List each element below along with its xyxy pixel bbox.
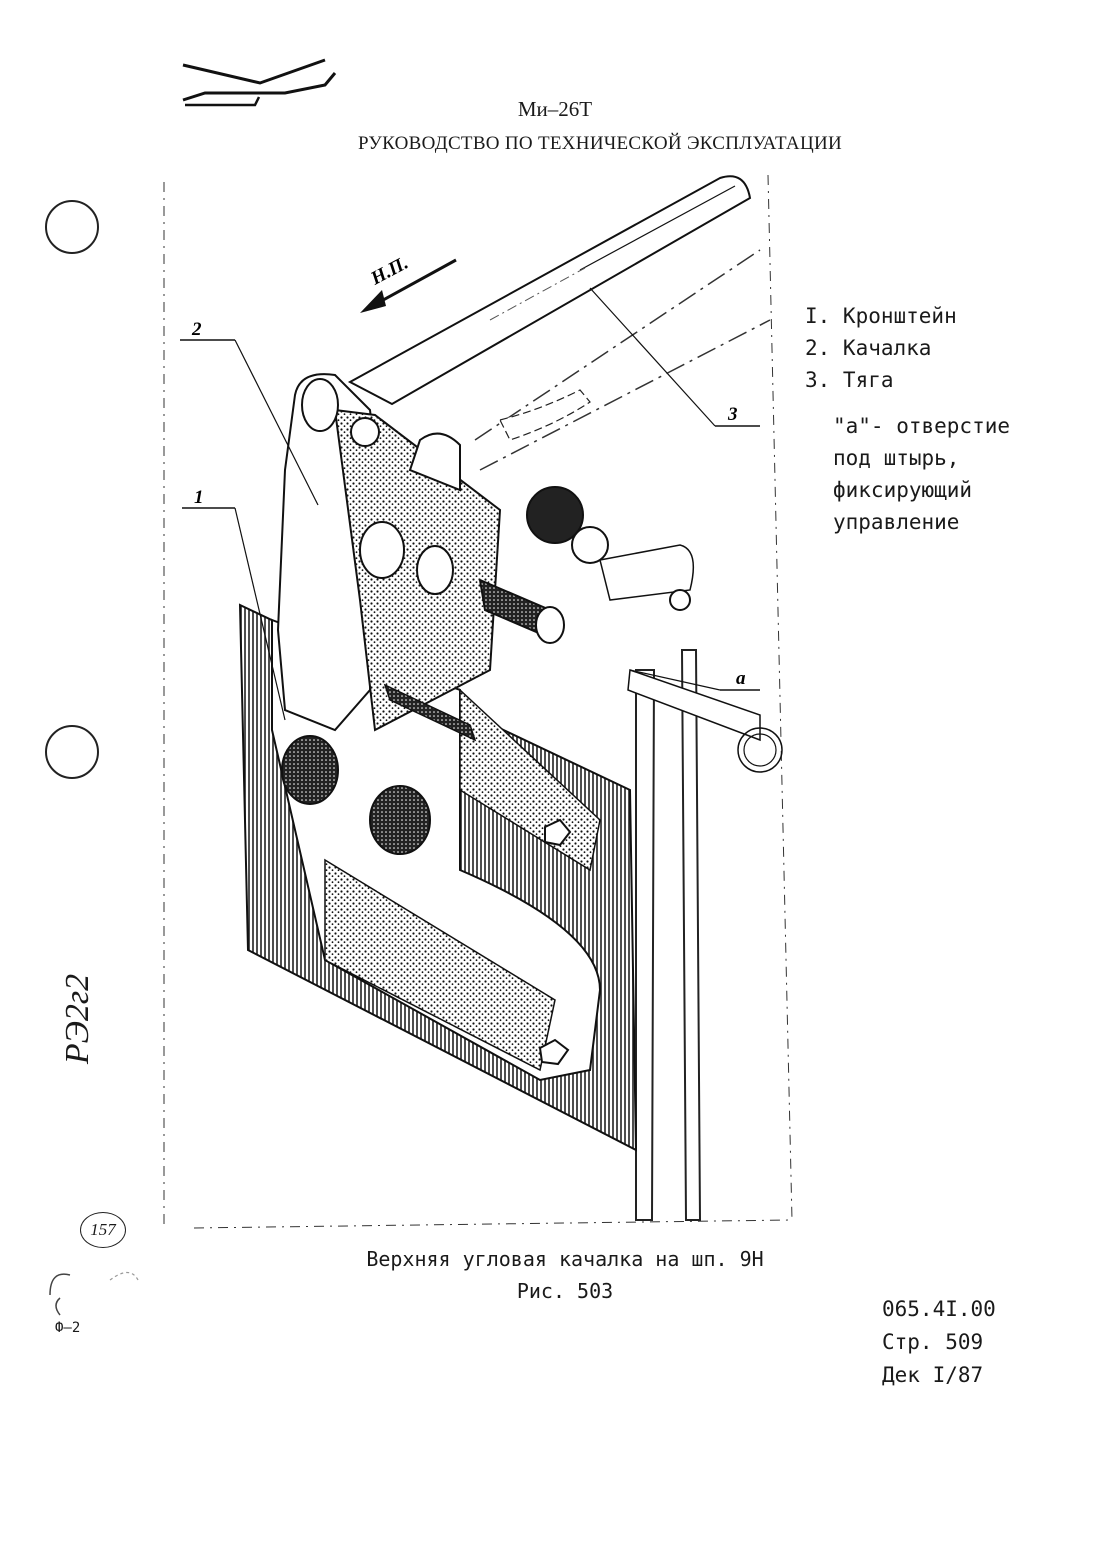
logo-mark [182,58,337,107]
callout-2: 2 [191,319,202,340]
figure-caption: Верхняя угловая качалка на шп. 9Н [366,1247,764,1271]
binder-hole-middle [45,725,99,779]
legend-item-rod: 3. Тяга [805,368,894,392]
technical-drawing: Н.П. 2 1 3 a [163,174,793,1229]
legend-note-line: "a"- отверстие [833,414,1011,438]
legend-note-line: под штырь, [833,446,960,470]
direction-label: Н.П. [367,253,412,290]
margin-mark: Ф–2 [55,1320,81,1336]
legend-item-bracket: I. Кронштейн [805,304,957,328]
legend-list: I. Кронштейн 2. Качалка 3. Тяга [805,300,957,396]
revision-date: Дек I/87 [882,1363,984,1387]
stamp-number: 157 [80,1212,126,1248]
document-subtitle: РУКОВОДСТВО ПО ТЕХНИЧЕСКОЙ ЭКСПЛУАТАЦИИ [357,133,843,154]
legend-note-line: управление [833,510,960,534]
page-number: Стр. 509 [882,1330,984,1354]
callout-1: 1 [194,487,204,508]
callout-a: a [736,668,746,689]
legend-item-rocker: 2. Качалка [805,336,932,360]
callout-3: 3 [727,404,738,425]
binder-hole-top [45,200,99,254]
legend-note-line: фиксирующий [833,478,973,502]
stamp-arc [49,1271,139,1316]
document-title: Ми–26Т [517,97,593,121]
figure-number: Рис. 503 [516,1279,614,1303]
doc-code: 065.4I.00 [882,1297,996,1321]
handwritten-margin-note: РЭ2г2 [59,973,96,1065]
legend-note: "a"- отверстие под штырь, фиксирующий уп… [833,410,1010,538]
